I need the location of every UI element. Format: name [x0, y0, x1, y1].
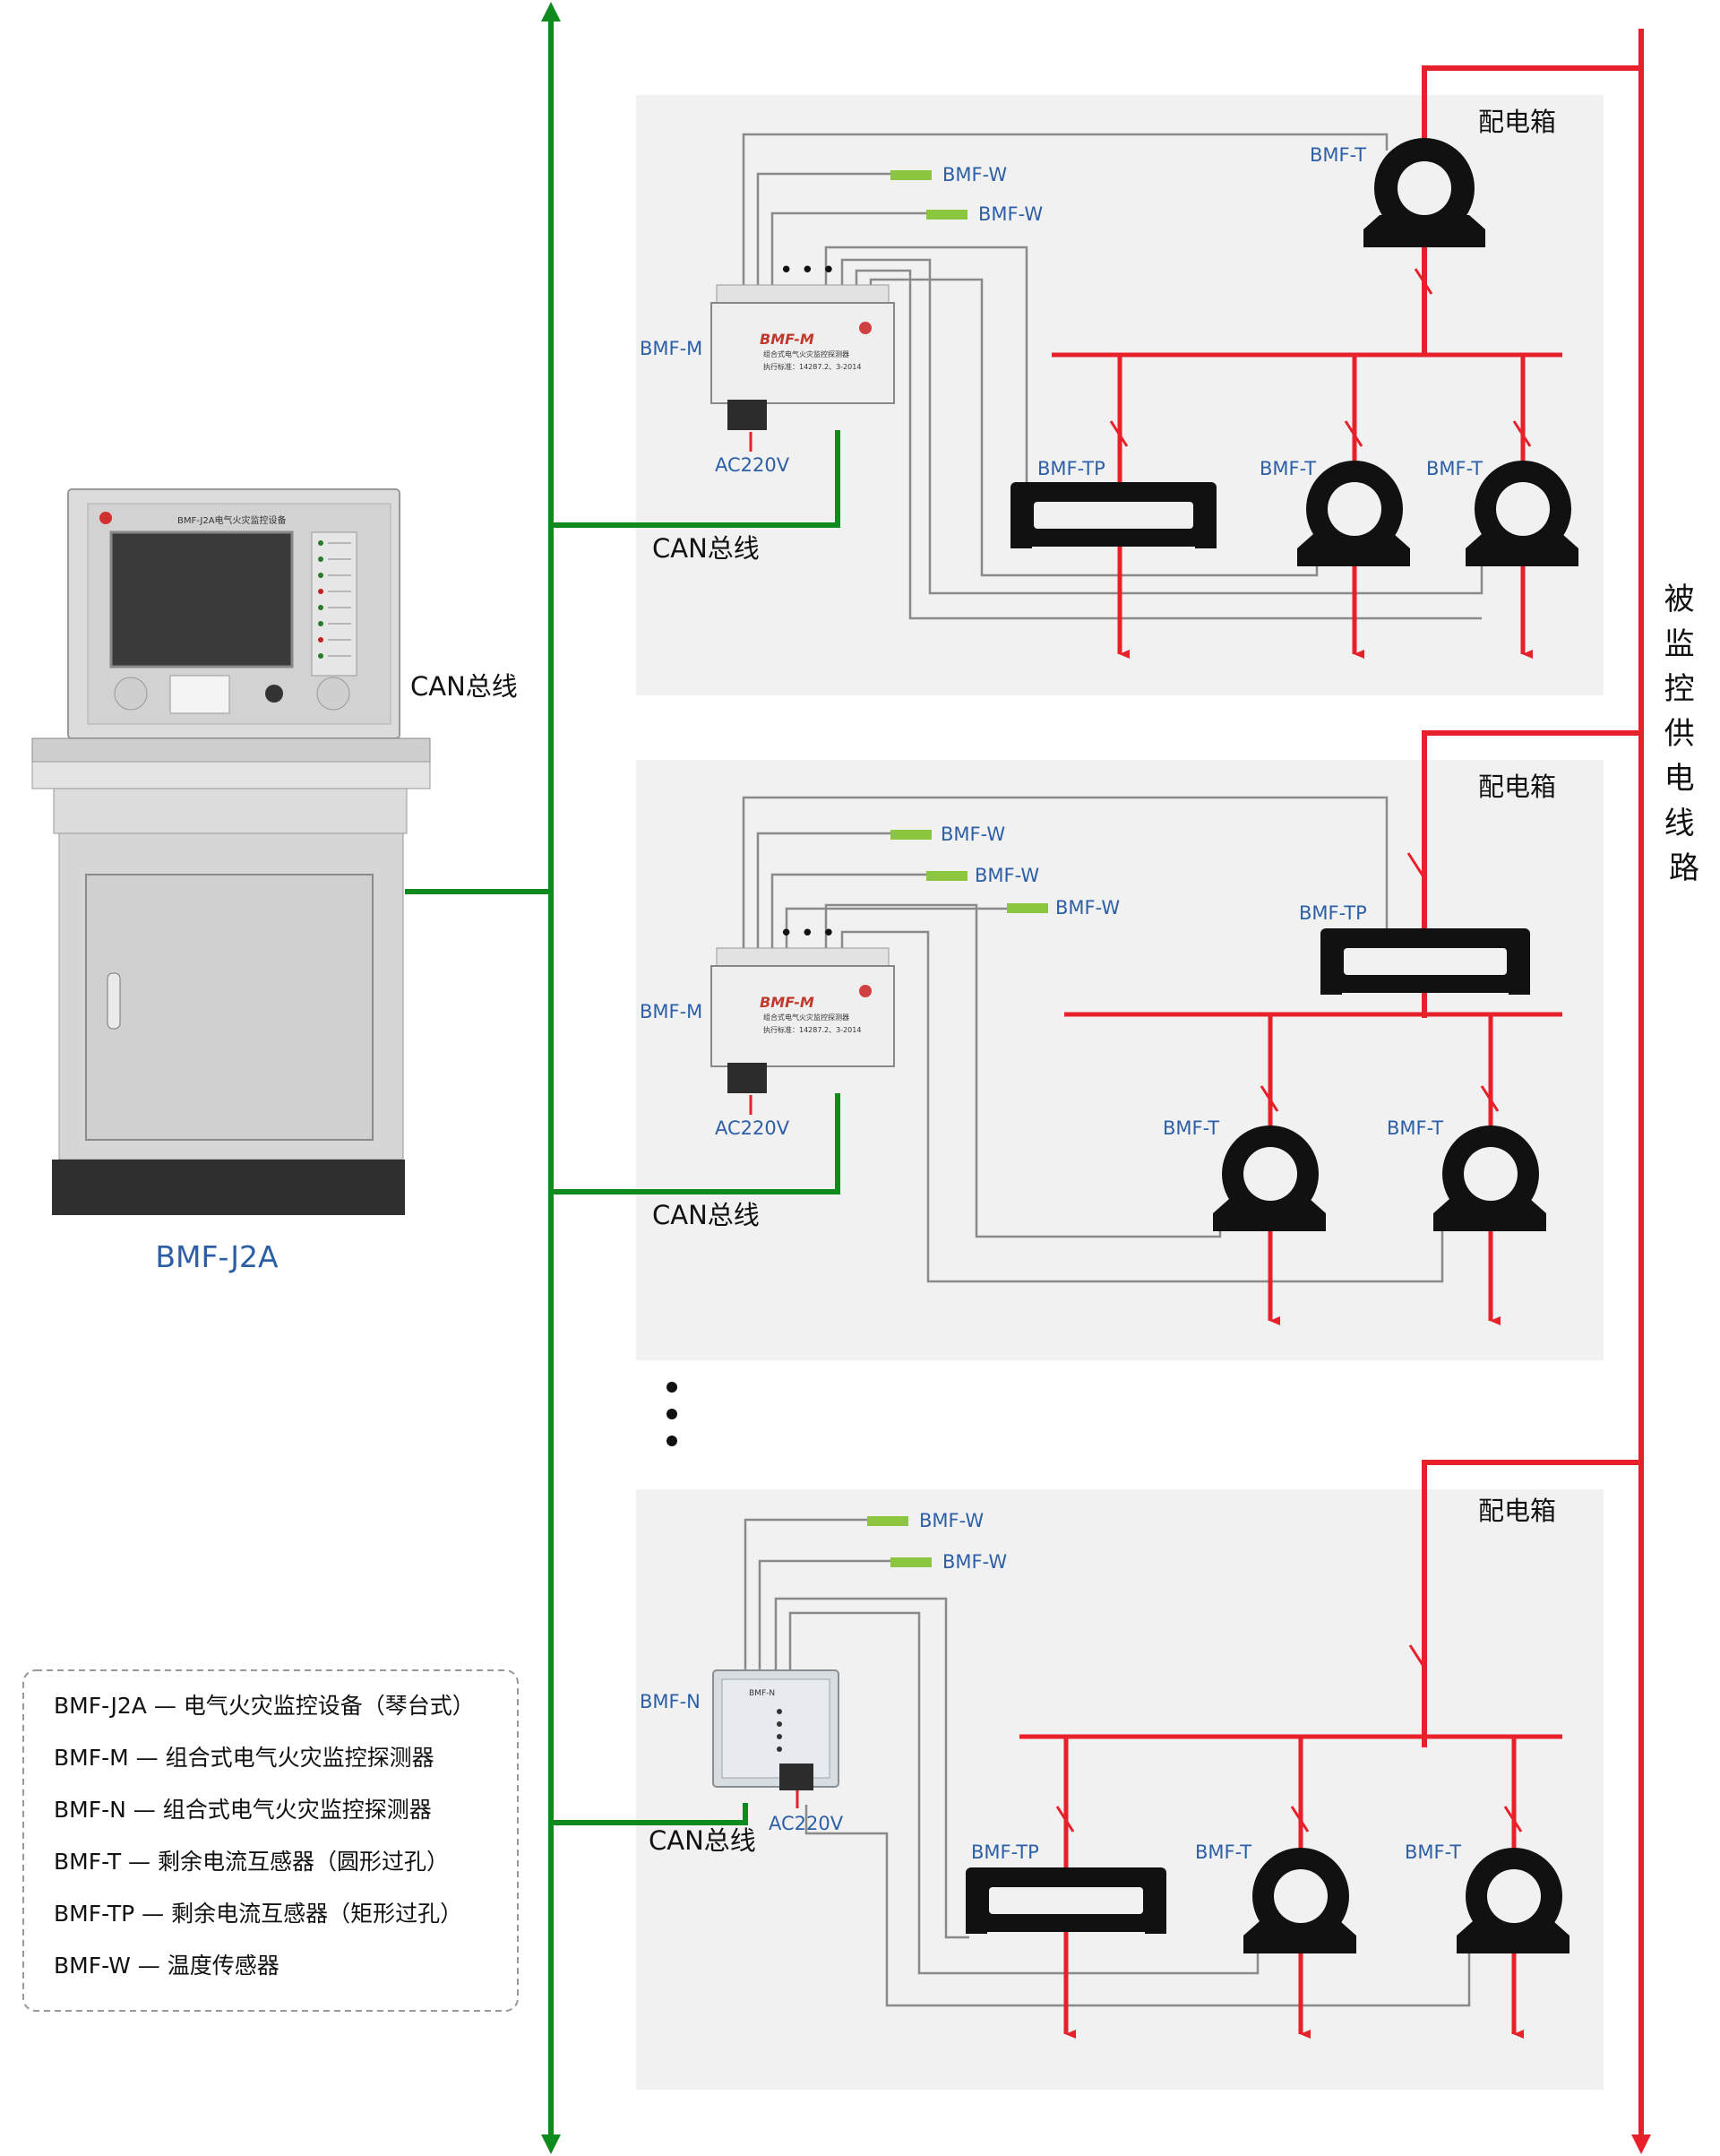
- branch-transformer-label: BMF-T: [1387, 1117, 1443, 1139]
- round-transformer: [1297, 461, 1410, 566]
- console-model-label: BMF-J2A: [155, 1239, 279, 1274]
- more-boxes-ellipsis: [666, 1382, 677, 1446]
- console-bmf-j2a: BMF-J2A电气火灾监控设备 BMF-J2A: [31, 488, 431, 1274]
- round-transformer: [1213, 1125, 1326, 1231]
- branch-transformer-label: BMF-TP: [1037, 458, 1105, 479]
- temp-sensor-bar: [890, 1557, 932, 1567]
- rect-transformer: [1320, 928, 1530, 995]
- console-key-switch: [265, 685, 283, 703]
- top-transformer-label: BMF-TP: [1299, 902, 1367, 924]
- legend-item: BMF-M — 组合式电气火灾监控探测器: [54, 1745, 434, 1771]
- ac-label: AC220V: [769, 1813, 844, 1834]
- module-desc: 组合式电气火灾监控探测器: [763, 349, 849, 358]
- console-printer: [169, 675, 230, 714]
- round-transformer: [1466, 461, 1578, 566]
- round-transformer: [1433, 1125, 1546, 1231]
- can-label: CAN总线: [652, 1200, 760, 1230]
- module-desc: 组合式电气火灾监控探测器: [763, 1013, 849, 1022]
- console-screen-title: BMF-J2A电气火灾监控设备: [177, 514, 287, 526]
- legend-item: BMF-T — 剩余电流互感器（圆形过孔）: [54, 1849, 449, 1875]
- temp-sensor-label: BMF-W: [919, 1510, 984, 1531]
- legend-item: BMF-J2A — 电气火灾监控设备（琴台式）: [54, 1693, 475, 1719]
- temp-sensor-label: BMF-W: [978, 203, 1043, 225]
- legend-item: BMF-TP — 剩余电流互感器（矩形过孔）: [54, 1901, 462, 1927]
- temp-sensor-label: BMF-W: [942, 164, 1007, 185]
- round-transformer: [1243, 1848, 1356, 1953]
- distribution-box-3: 配电箱 BMF-W BMF-W BMF-N: [640, 1462, 1570, 2039]
- power-line-label: 被 监 控 供 电 线 路: [1664, 582, 1705, 886]
- temp-sensor-bar: [926, 210, 968, 220]
- temp-sensor-bar: [890, 170, 932, 180]
- can-label: CAN总线: [652, 533, 760, 564]
- console-door-handle: [107, 972, 121, 1030]
- can-bus-arrow-bottom: [541, 2134, 561, 2154]
- module-label: BMF-M: [640, 1001, 702, 1022]
- bmf-n-module: BMF-N: [712, 1669, 839, 1790]
- box-title: 配电箱: [1478, 772, 1556, 802]
- bmf-m-module: BMF-M 组合式电气火灾监控探测器 执行标准：14287.2、3-2014: [710, 947, 895, 1093]
- ellipsis-dots: • • •: [779, 920, 836, 947]
- round-transformer: [1363, 138, 1485, 247]
- legend-box: [22, 1669, 519, 2012]
- rect-transformer: [966, 1867, 1166, 1934]
- distribution-box-1: 配电箱 BMF-W BMF-W: [640, 68, 1578, 659]
- module-name: BMF-N: [749, 1689, 775, 1698]
- can-label: CAN总线: [649, 1825, 756, 1856]
- module-label: BMF-M: [640, 338, 702, 359]
- module-name: BMF-M: [760, 994, 814, 1011]
- box-title: 配电箱: [1478, 1496, 1556, 1526]
- temp-sensor-bar: [926, 871, 968, 881]
- console-screen: [109, 530, 294, 668]
- ellipsis-dots: • • •: [779, 257, 836, 284]
- branch-transformer-label: BMF-TP: [971, 1841, 1039, 1863]
- module-label: BMF-N: [640, 1691, 701, 1712]
- power-line-arrow-bottom: [1631, 2134, 1651, 2154]
- temp-sensor-label: BMF-W: [975, 865, 1039, 886]
- can-bus: [405, 13, 840, 2143]
- temp-sensor-label: BMF-W: [1055, 897, 1120, 918]
- module-std: 执行标准：14287.2、3-2014: [763, 1025, 861, 1034]
- branch-transformer-label: BMF-T: [1163, 1117, 1219, 1139]
- branch-transformer-label: BMF-T: [1405, 1841, 1461, 1863]
- branch-transformer-label: BMF-T: [1260, 458, 1316, 479]
- temp-sensor-label: BMF-W: [941, 824, 1005, 845]
- module-std: 执行标准：14287.2、3-2014: [763, 362, 861, 371]
- bmf-m-module: BMF-M 组合式电气火灾监控探测器 执行标准：14287.2、3-2014: [710, 284, 895, 430]
- branch-transformer-label: BMF-T: [1195, 1841, 1251, 1863]
- temp-sensor-bar: [867, 1516, 908, 1526]
- module-name: BMF-M: [760, 331, 814, 348]
- legend-item: BMF-W — 温度传感器: [54, 1953, 280, 1979]
- ac-label: AC220V: [715, 1117, 790, 1139]
- can-bus-main-label: CAN总线: [410, 671, 518, 702]
- branch-transformer-label: BMF-T: [1426, 458, 1483, 479]
- distribution-box-2: 配电箱 BMF-W BMF-W BMF-W • • •: [640, 733, 1562, 1325]
- top-transformer-label: BMF-T: [1310, 144, 1366, 166]
- console-cabinet-door: [85, 874, 374, 1141]
- temp-sensor-label: BMF-W: [942, 1551, 1007, 1573]
- legend: BMF-J2A — 电气火灾监控设备（琴台式） BMF-M — 组合式电气火灾监…: [22, 1669, 519, 2012]
- temp-sensor-bar: [1007, 903, 1048, 913]
- temp-sensor-bar: [890, 830, 932, 840]
- rect-transformer: [1010, 482, 1217, 548]
- box-title: 配电箱: [1478, 107, 1556, 137]
- can-bus-arrow-top: [541, 2, 561, 22]
- ac-label: AC220V: [715, 454, 790, 476]
- round-transformer: [1457, 1848, 1570, 1953]
- legend-item: BMF-N — 组合式电气火灾监控探测器: [54, 1797, 432, 1823]
